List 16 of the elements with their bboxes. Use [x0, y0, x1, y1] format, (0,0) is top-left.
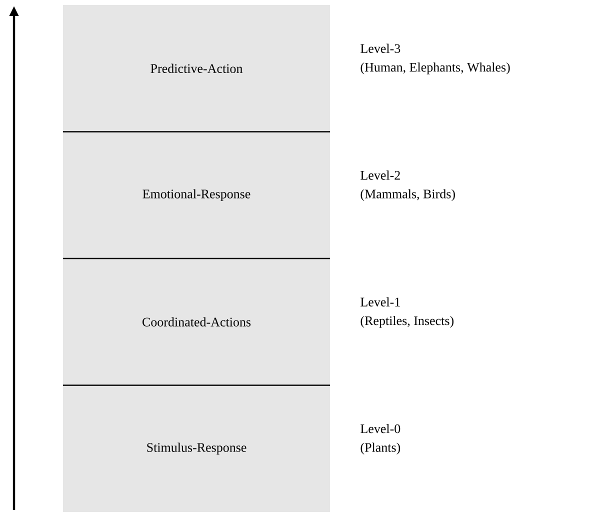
- node-label: Stimulus-Response: [147, 442, 246, 454]
- level-label: Level-0: [360, 424, 400, 434]
- node-label: Emotional-Response: [142, 189, 250, 202]
- level-band: Coordinated-Actions: [63, 258, 330, 386]
- level-label: Level-1: [360, 297, 400, 306]
- level-band: Emotional-Response: [63, 132, 330, 258]
- level-label: (Plants): [360, 442, 400, 454]
- level-label: Level-2: [360, 170, 400, 180]
- level-label: Level-3: [360, 44, 400, 53]
- node-label: Coordinated-Actions: [142, 317, 251, 326]
- level-label: (Human, Elephants, Whales): [360, 62, 510, 74]
- level-label: (Reptiles, Insects): [360, 316, 454, 328]
- node-label: Predictive-Action: [150, 64, 243, 73]
- level-label: (Mammals, Birds): [360, 189, 455, 201]
- level-band: Stimulus-Response: [63, 385, 330, 512]
- level-band: Predictive-Action: [63, 5, 330, 132]
